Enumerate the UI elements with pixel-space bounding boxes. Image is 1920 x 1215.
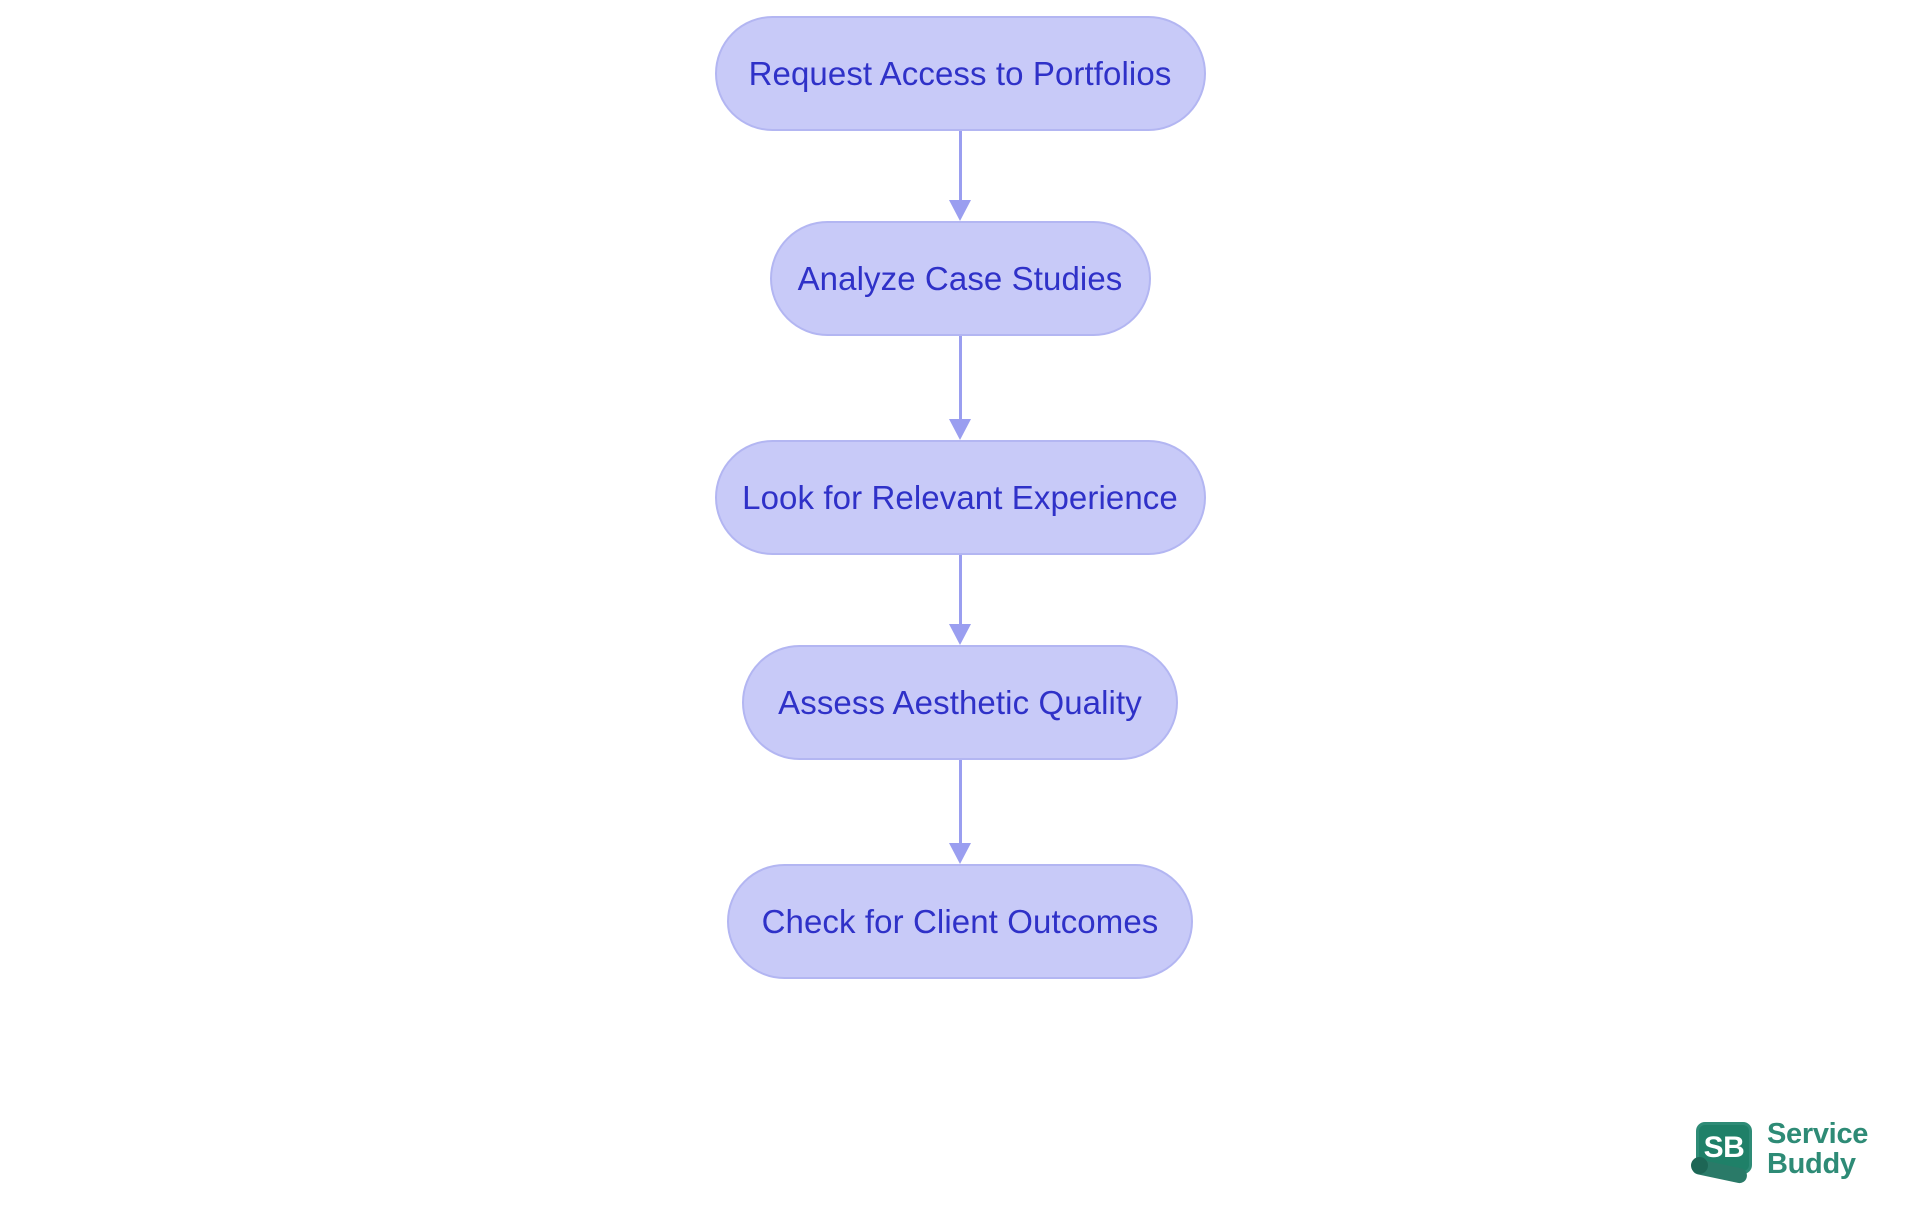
arrowhead-down-icon: [949, 624, 971, 645]
arrowhead-down-icon: [949, 200, 971, 221]
connector-line: [958, 760, 962, 844]
flow-node-label: Request Access to Portfolios: [748, 55, 1172, 92]
flow-node-look-for-relevant-experience[interactable]: Look for Relevant Experience: [714, 440, 1206, 555]
flow-node-assess-aesthetic-quality[interactable]: Assess Aesthetic Quality: [742, 645, 1178, 760]
arrowhead-down-icon: [949, 419, 971, 440]
service-buddy-logo: SB Service Buddy: [1690, 1118, 1868, 1185]
flow-node-analyze-case-studies[interactable]: Analyze Case Studies: [769, 221, 1151, 336]
flow-connector-4: [948, 760, 972, 864]
flow-connector-1: [948, 131, 972, 221]
flow-node-label: Look for Relevant Experience: [742, 479, 1178, 516]
flow-node-request-access-to-portfolios[interactable]: Request Access to Portfolios: [714, 16, 1206, 131]
flowchart-node-column: Request Access to Portfolios Analyze Cas…: [0, 16, 1920, 979]
connector-line: [958, 336, 962, 420]
flow-node-label: Assess Aesthetic Quality: [778, 684, 1142, 721]
flow-connector-2: [948, 336, 972, 440]
logo-initials: SB: [1703, 1131, 1745, 1164]
flow-node-label: Check for Client Outcomes: [761, 903, 1159, 940]
logo-wordmark-line2: Buddy: [1767, 1148, 1856, 1180]
flow-connector-3: [948, 555, 972, 645]
logo-wordmark: Service Buddy: [1767, 1120, 1868, 1179]
logo-handle-cap-icon: [1691, 1157, 1708, 1174]
flow-node-label: Analyze Case Studies: [797, 260, 1123, 297]
logo-wordmark-line1: Service: [1767, 1118, 1869, 1151]
service-buddy-mark-icon: SB: [1690, 1118, 1758, 1185]
connector-line: [958, 555, 962, 625]
connector-line: [958, 131, 962, 201]
flow-node-check-for-client-outcomes[interactable]: Check for Client Outcomes: [727, 864, 1193, 979]
arrowhead-down-icon: [949, 843, 971, 864]
